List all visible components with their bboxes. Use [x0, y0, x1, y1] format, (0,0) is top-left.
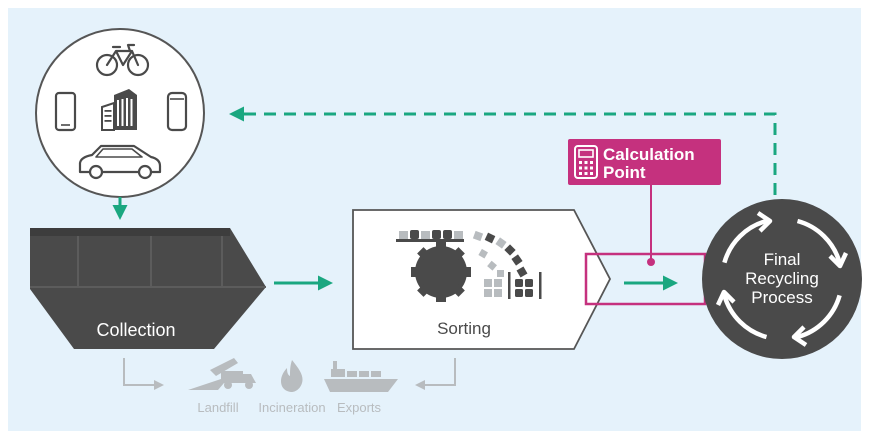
final-recycling-process: Final Recycling Process: [702, 199, 862, 359]
sorting-box: Sorting: [352, 209, 612, 350]
bicycle-icon: [95, 43, 150, 77]
flame-icon: [281, 360, 303, 392]
calculation-point-dot: [647, 258, 655, 266]
return-to-products-dashed-arrow: [229, 106, 777, 195]
building-icon: [101, 89, 137, 131]
products-circle: [35, 28, 205, 198]
collection-skip: Collection: [30, 228, 266, 349]
smartphone-icon: [54, 91, 77, 132]
gear-icon: [411, 242, 471, 302]
final-label-line1: Final: [764, 250, 801, 269]
dump-truck-icon: [188, 358, 256, 390]
sorting-label: Sorting: [437, 319, 491, 338]
final-label-line2: Recycling: [745, 269, 819, 288]
incineration-label: Incineration: [258, 400, 325, 415]
calculator-icon: [574, 145, 598, 179]
calculation-point-title: Calculation: [603, 145, 695, 164]
landfill-label: Landfill: [197, 400, 238, 415]
conveyor-items: [396, 230, 528, 278]
exports-label: Exports: [337, 400, 382, 415]
car-icon: [78, 144, 162, 180]
calculation-point-subtitle: Point: [603, 163, 646, 182]
ship-icon: [324, 361, 398, 392]
sorting-leak-arrow: [415, 358, 456, 390]
can-icon: [166, 91, 188, 132]
recycle-arrows-icon: [715, 211, 849, 347]
final-label-line3: Process: [751, 288, 812, 307]
collection-leak-arrow: [123, 358, 164, 390]
sorted-bins: [484, 272, 542, 299]
collection-label: Collection: [96, 320, 175, 340]
calculation-point-label: Calculation Point: [568, 139, 721, 185]
